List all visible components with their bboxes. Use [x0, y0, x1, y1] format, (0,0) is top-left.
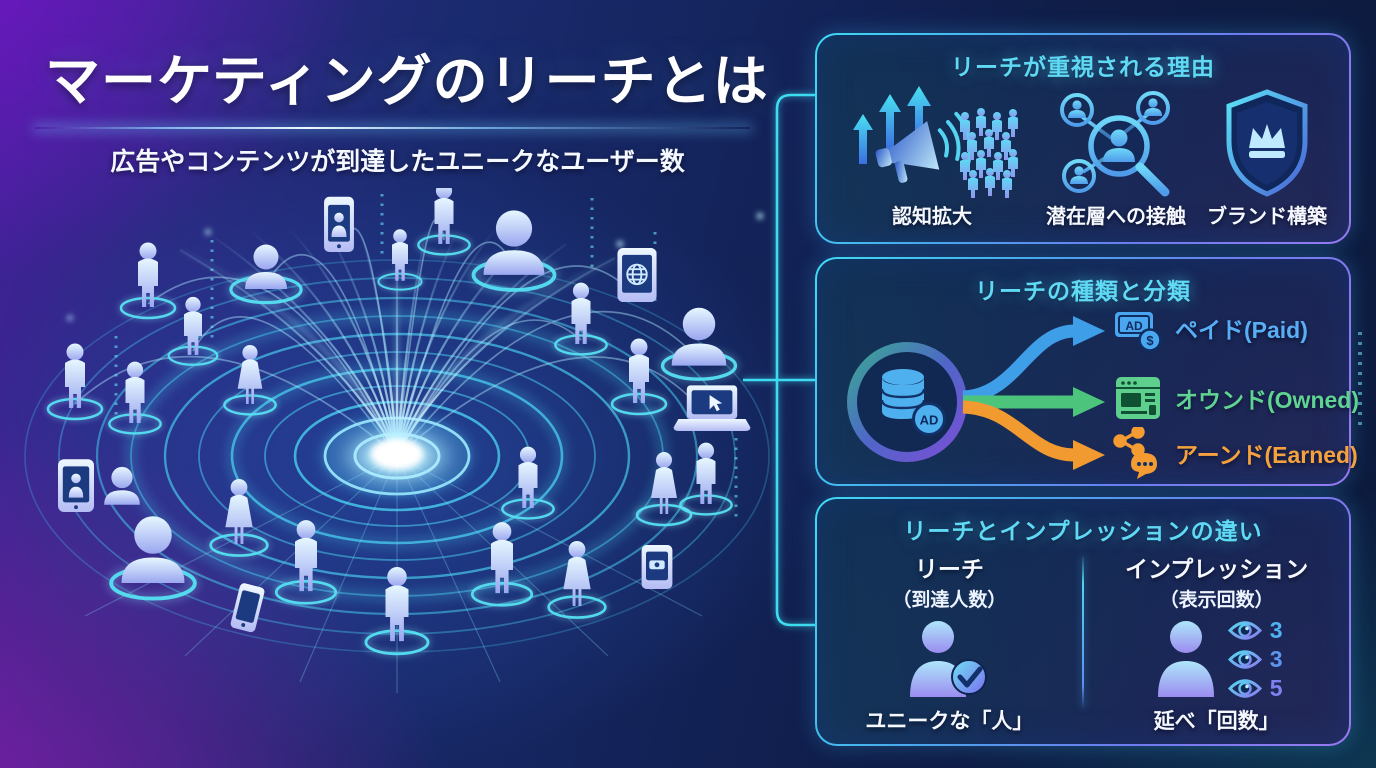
reason-item-brand: ブランド構築 [1207, 86, 1327, 229]
tablet-ad-icon [641, 545, 673, 589]
view-count-row: 5 [1227, 675, 1283, 702]
person-eyes-icon [1157, 621, 1214, 697]
center-core [371, 439, 423, 469]
person-check-icon [910, 621, 988, 697]
header: マーケティングのリーチとは 広告やコンテンツが到達したユニークなユーザー数 [35, 36, 769, 178]
reach-sub: （到達人数） [892, 590, 1007, 611]
person-bust-icon [231, 244, 301, 303]
paid-ad-icon: AD $ [1115, 312, 1162, 352]
reach-types-flow: AD AD $ ペイド(Paid) [817, 259, 1359, 484]
reason-item-awareness: 認知拡大 [839, 86, 1025, 229]
megaphone-crowd-icon [853, 86, 1018, 198]
panel-reasons-title: リーチが重視される理由 [951, 54, 1215, 80]
impressions-caption: 延べ「回数」 [1153, 710, 1280, 733]
person-icon [472, 522, 531, 605]
person-bust-icon [663, 307, 736, 379]
person-icon [48, 344, 102, 420]
magnifier-people-icon [1060, 91, 1170, 197]
shield-crown-icon [1226, 89, 1308, 197]
reach-network-illustration [24, 188, 770, 693]
reach-types-diagram: AD [847, 316, 1105, 470]
svg-text:AD: AD [920, 413, 939, 428]
person-icon [121, 243, 175, 319]
branch-earned: アーンド(Earned) [1113, 427, 1358, 479]
branch-label-earned: アーンド(Earned) [1175, 442, 1358, 468]
smartphone-contact-icon [324, 196, 354, 252]
branch-label-owned: オウンド(Owned) [1175, 387, 1359, 413]
view-count: 3 [1269, 616, 1283, 643]
person-icon [680, 443, 731, 515]
panel-types: AD AD $ ペイド(Paid) [815, 257, 1359, 486]
eye-icon [1227, 678, 1262, 698]
branch-owned: オウンド(Owned) [1113, 373, 1359, 423]
branch-label-paid: ペイド(Paid) [1175, 317, 1308, 343]
eye-icon [1227, 649, 1262, 669]
reach-name: リーチ [914, 556, 984, 582]
tablet-globe-icon [616, 247, 658, 303]
impressions-column: インプレッション （表示回数） 3 [1084, 550, 1349, 735]
digital-rain [114, 194, 738, 518]
svg-text:AD: AD [1125, 319, 1143, 333]
paid-arrowhead-icon [1073, 316, 1105, 346]
owned-arrowhead-icon [1073, 387, 1105, 417]
view-count: 3 [1269, 645, 1283, 672]
reason-label: 潜在層への接触 [1046, 206, 1186, 228]
page-subtitle: 広告やコンテンツが到達したユニークなユーザー数 [110, 148, 685, 176]
view-counts: 3 3 [1227, 617, 1283, 702]
connector-lines [743, 91, 815, 629]
page-title: マーケティングのリーチとは [45, 50, 769, 112]
view-count-row: 3 [1227, 646, 1283, 673]
ad-database-icon: AD [847, 342, 967, 462]
reason-item-latent-audience: 潜在層への接触 [1046, 86, 1186, 229]
earned-share-icon [1113, 427, 1157, 479]
column-divider [1081, 556, 1085, 708]
panel-reasons: リーチが重視される理由 [815, 33, 1351, 244]
reach-column: リーチ （到達人数） ユニークな「人」 [817, 550, 1082, 735]
reason-label: ブランド構築 [1207, 206, 1327, 228]
person-bust-icon [111, 516, 195, 598]
panel-difference: リーチとインプレッションの違い リーチ （到達人数） ユニークな「人」 [815, 497, 1351, 746]
eye-icon [1227, 620, 1262, 640]
reach-caption: ユニークな「人」 [865, 710, 1034, 733]
panel-types-title: リーチの種類と分類 [975, 278, 1191, 304]
tablet-contact-icon [58, 459, 94, 512]
female-person-icon [637, 452, 691, 525]
impressions-sub: （表示回数） [1159, 590, 1274, 611]
earned-arrowhead-icon [1073, 440, 1105, 470]
digital-rain [1358, 332, 1362, 428]
view-count-row: 3 [1227, 617, 1283, 644]
reason-label: 認知拡大 [892, 206, 972, 228]
svg-text:$: $ [1146, 333, 1154, 348]
branch-arrows [962, 324, 1076, 462]
title-flare-divider [35, 126, 750, 130]
branch-paid: AD $ ペイド(Paid) [1113, 303, 1308, 353]
impressions-name: インプレッション [1124, 556, 1309, 582]
panel-difference-title: リーチとインプレッションの違い [903, 518, 1263, 544]
owned-media-icon [1116, 377, 1160, 419]
crowd-icon [960, 108, 1018, 198]
view-count: 5 [1269, 674, 1283, 701]
